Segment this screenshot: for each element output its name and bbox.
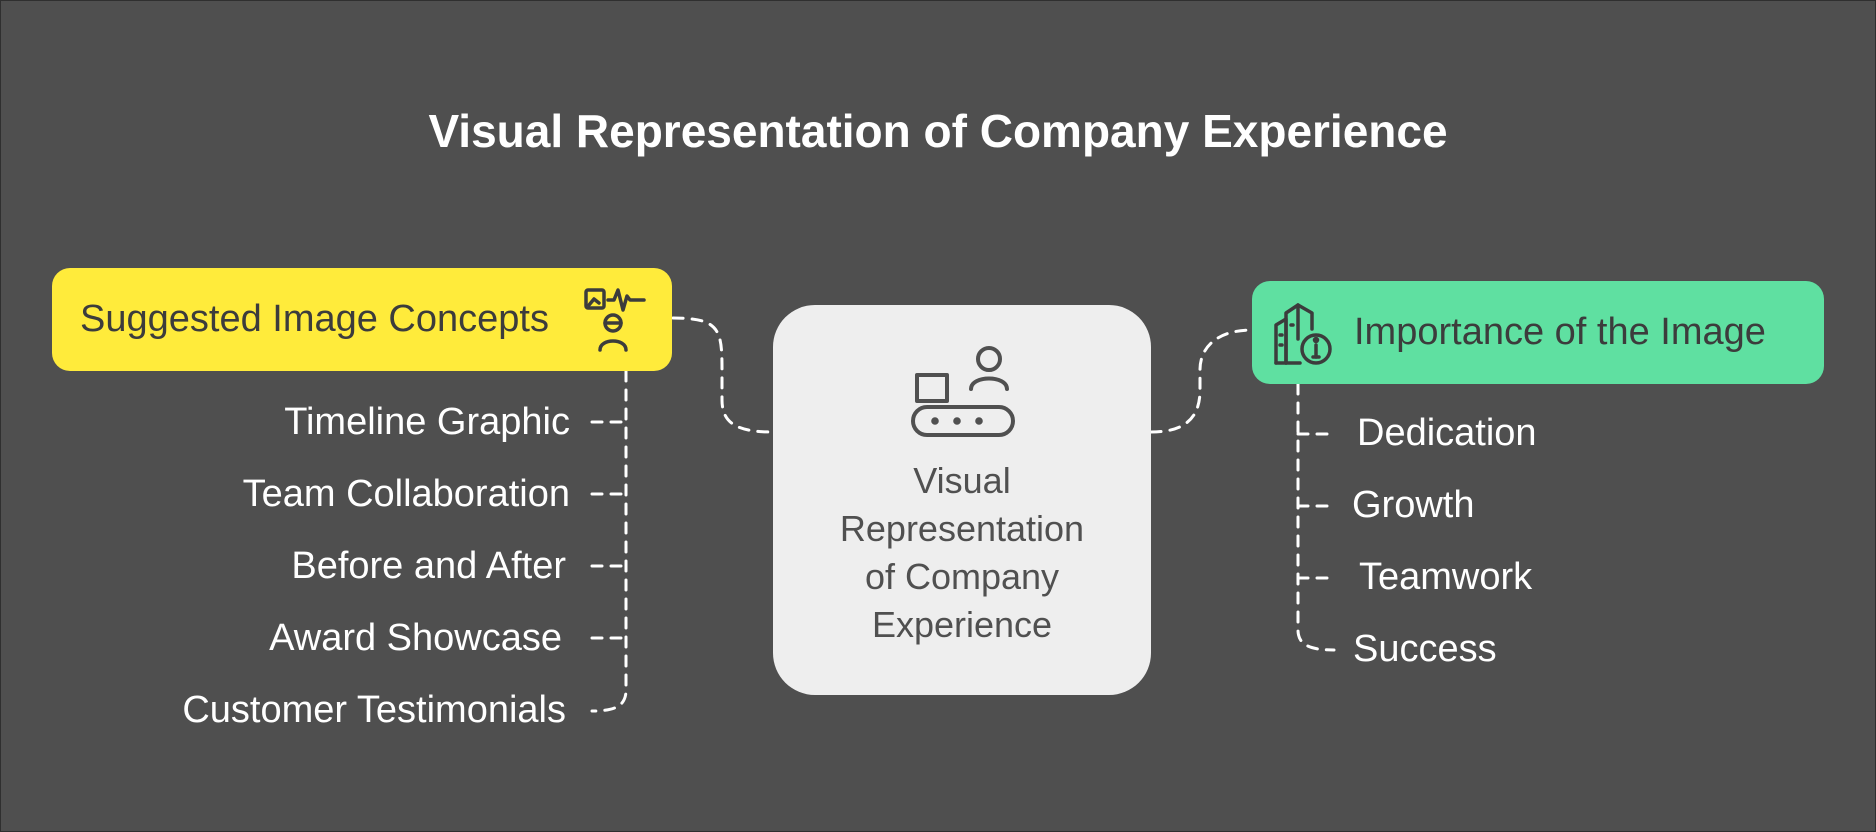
right-spine	[1296, 382, 1336, 652]
conveyor-person-icon	[911, 346, 1015, 437]
suggested-image-concepts-label: Suggested Image Concepts	[80, 298, 549, 340]
importance-of-image-header: Importance of the Image	[1252, 281, 1824, 384]
diagram-title: Visual Representation of Company Experie…	[428, 105, 1448, 157]
image-concepts-icon	[584, 288, 646, 352]
building-info-icon	[1274, 303, 1332, 365]
concept-item: Award Showcase	[269, 617, 562, 659]
center-label-line-1: Visual	[913, 460, 1011, 501]
center-node: Visual Representation of Company Experie…	[773, 305, 1151, 695]
importance-item: Teamwork	[1359, 556, 1533, 598]
concept-item: Team Collaboration	[242, 473, 570, 515]
importance-item: Growth	[1352, 484, 1475, 526]
importance-of-image-label: Importance of the Image	[1354, 311, 1766, 353]
center-label-line-3: of Company	[864, 556, 1060, 597]
concept-item: Timeline Graphic	[284, 401, 570, 443]
center-label-line-4: Experience	[871, 604, 1053, 645]
suggested-image-concepts-header: Suggested Image Concepts	[52, 268, 672, 371]
connector-right-to-center	[1149, 328, 1254, 434]
concept-item: Customer Testimonials	[182, 689, 566, 731]
center-label: Visual Representation of Company Experie…	[773, 457, 1151, 649]
center-label-line-2: Representation	[839, 508, 1085, 549]
connector-left-to-center	[671, 316, 775, 434]
importance-item: Success	[1353, 628, 1497, 670]
importance-item: Dedication	[1357, 412, 1537, 454]
concept-item: Before and After	[291, 545, 566, 587]
